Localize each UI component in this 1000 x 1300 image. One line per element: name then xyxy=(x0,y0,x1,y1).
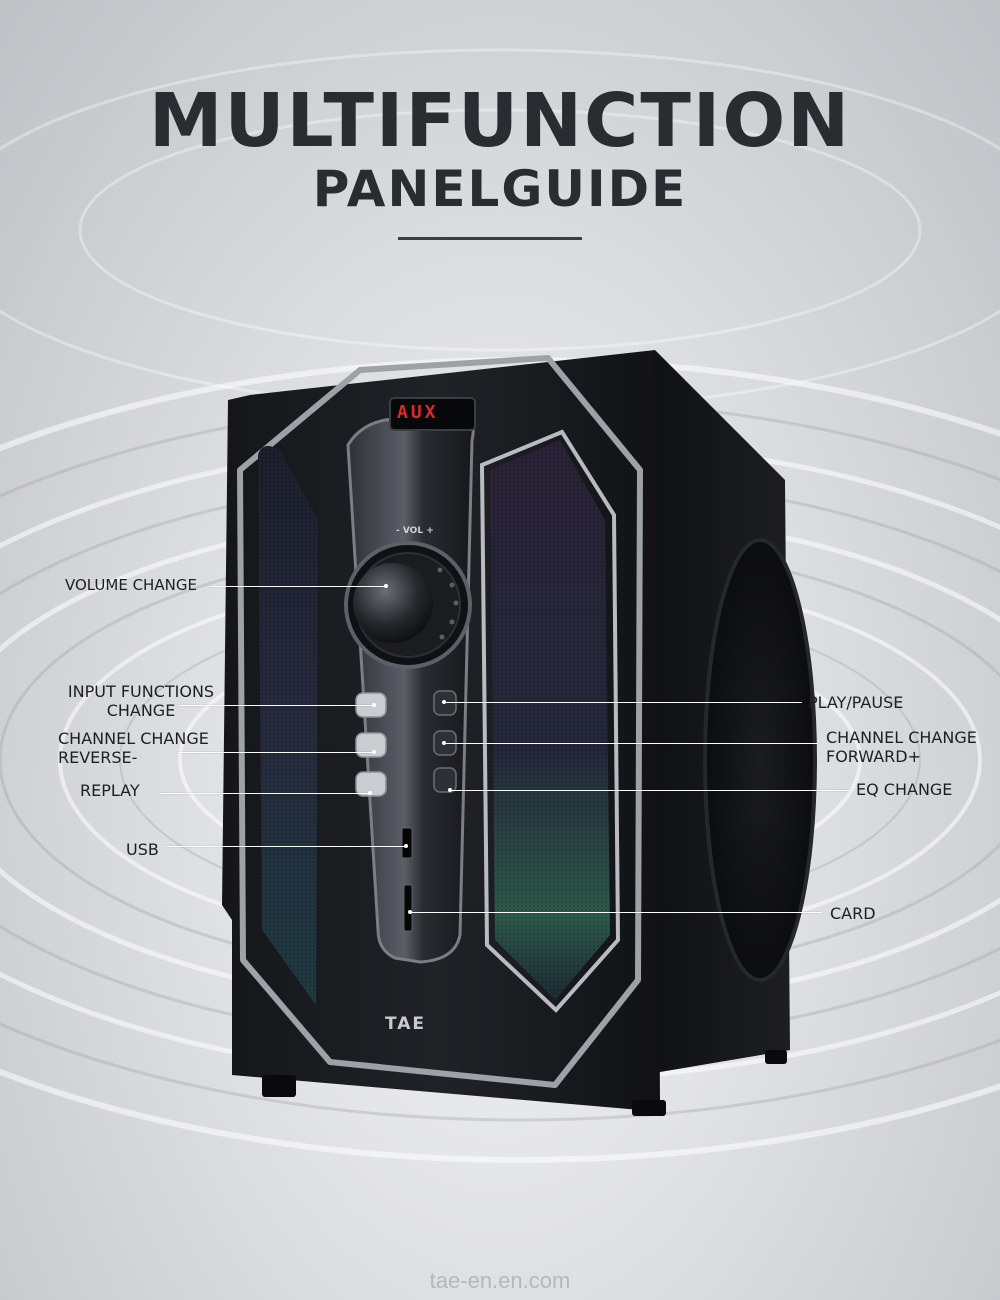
label-reverse-line2: REVERSE- xyxy=(58,748,138,767)
label-forward-line2: FORWARD+ xyxy=(826,747,921,766)
label-play-pause: PLAY/PAUSE xyxy=(808,693,904,712)
callout-dot-volume xyxy=(384,584,388,588)
callout-line-reverse xyxy=(178,752,374,753)
callout-dot-card xyxy=(408,910,412,914)
callout-dot-usb xyxy=(404,844,408,848)
label-usb: USB xyxy=(126,840,159,859)
label-input-functions: INPUT FUNCTIONS CHANGE xyxy=(55,682,227,720)
callout-line-usb xyxy=(166,846,406,847)
callout-dot-eq xyxy=(448,788,452,792)
callout-line-volume xyxy=(210,586,386,587)
callout-line-eq xyxy=(450,790,850,791)
callout-line-play xyxy=(444,702,802,703)
label-reverse-line1: CHANNEL CHANGE xyxy=(58,729,209,748)
watermark: tae-en.en.com xyxy=(429,1268,571,1293)
callout-line-card xyxy=(410,912,822,913)
label-card: CARD xyxy=(830,904,876,923)
title-divider xyxy=(398,237,582,240)
label-input-line2: CHANGE xyxy=(106,701,176,720)
callout-line-forward xyxy=(444,743,818,744)
page-subtitle: PANELGUIDE xyxy=(312,160,688,218)
label-replay: REPLAY xyxy=(80,781,140,800)
callout-dot-input xyxy=(372,703,376,707)
callout-dot-reverse xyxy=(372,750,376,754)
callout-dot-replay xyxy=(368,791,372,795)
callout-dot-play xyxy=(442,700,446,704)
label-channel-reverse: CHANNEL CHANGE REVERSE- xyxy=(58,729,209,767)
label-volume-change: VOLUME CHANGE xyxy=(65,576,197,594)
label-eq-change: EQ CHANGE xyxy=(856,780,953,799)
display-readout: AUX xyxy=(397,402,439,423)
callout-line-input xyxy=(178,705,374,706)
brand-logo: TAE xyxy=(385,1014,427,1034)
volume-label: - VOL + xyxy=(396,526,434,536)
callout-dot-forward xyxy=(442,741,446,745)
label-channel-forward: CHANNEL CHANGE FORWARD+ xyxy=(826,728,977,766)
page-title: MULTIFUNCTION xyxy=(148,78,852,164)
label-input-line1: INPUT FUNCTIONS xyxy=(67,682,215,701)
label-forward-line1: CHANNEL CHANGE xyxy=(826,728,977,747)
callout-line-replay xyxy=(160,793,370,794)
